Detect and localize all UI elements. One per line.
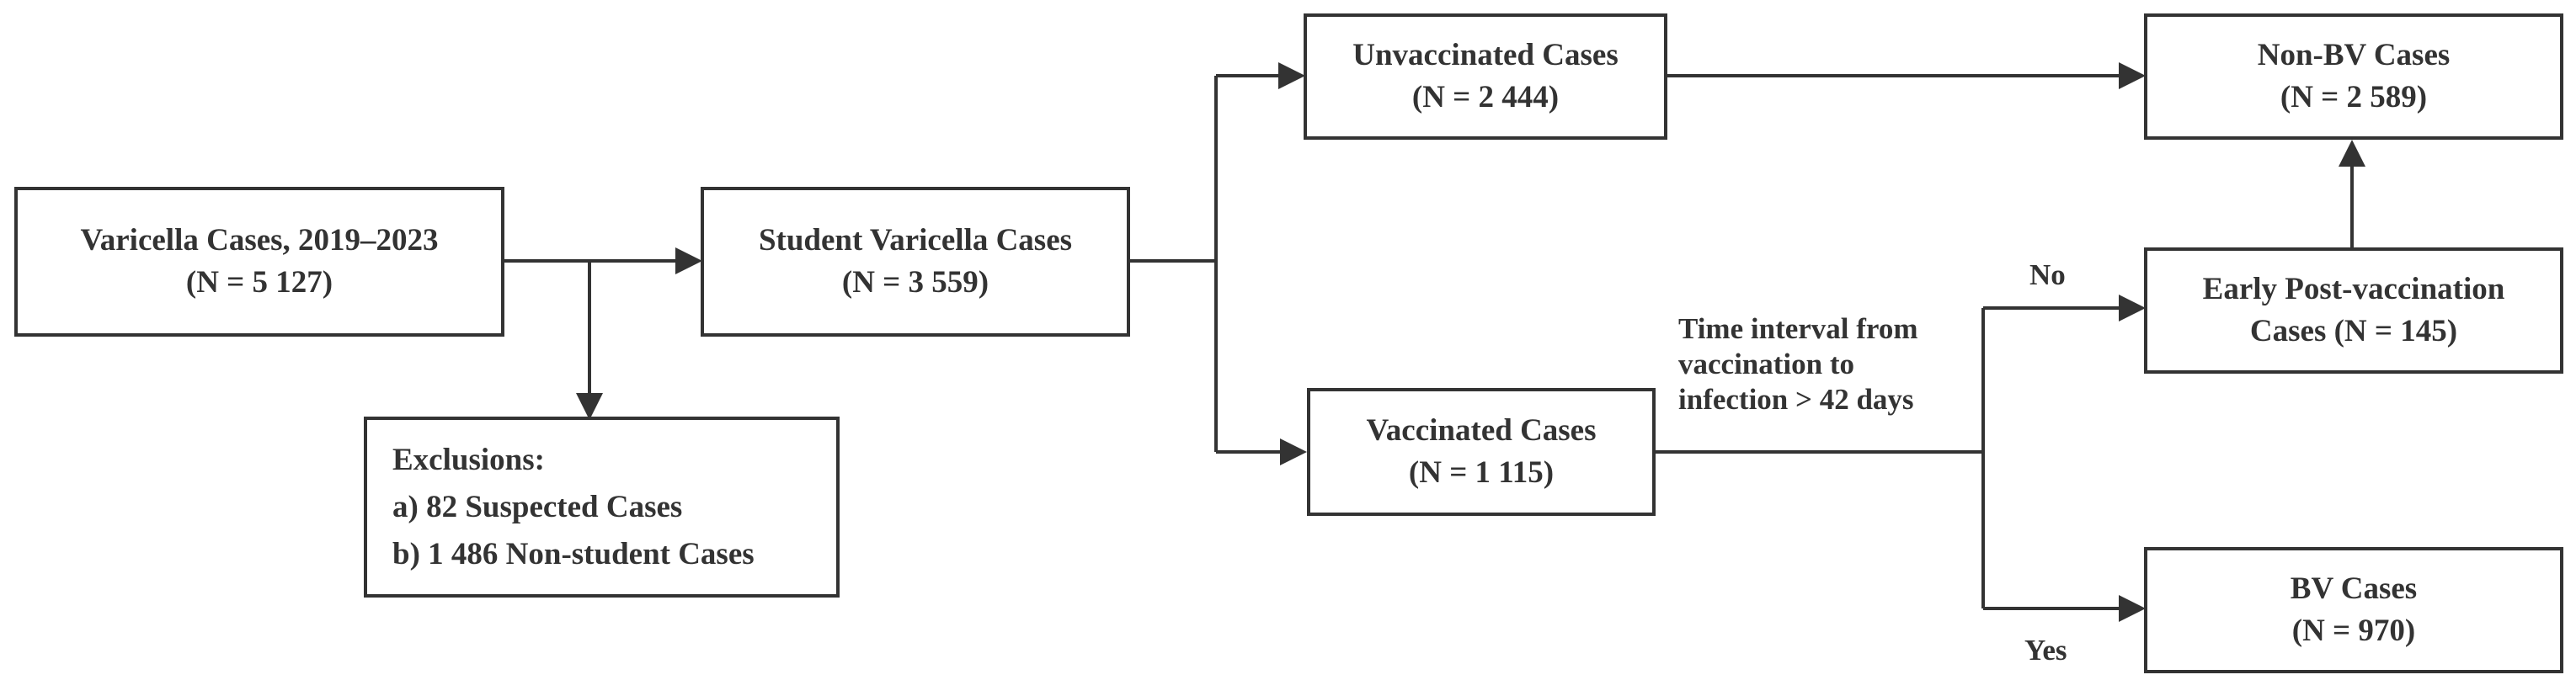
early-post-vaccination-box: Early Post-vaccination Cases (N = 145): [2144, 247, 2563, 374]
non-bv-cases-count: (N = 2 589): [2280, 80, 2428, 114]
criterion-line-3: infection > 42 days: [1678, 383, 1914, 416]
varicella-cases-count: (N = 5 127): [185, 265, 333, 300]
non-bv-cases-title: Non-BV Cases: [2257, 38, 2451, 72]
varicella-cases-title: Varicella Cases, 2019–2023: [80, 223, 439, 258]
vaccinated-cases-title: Vaccinated Cases: [1366, 413, 1597, 448]
criterion-line-2: vaccination to: [1678, 348, 1855, 380]
non-bv-cases-box: Non-BV Cases (N = 2 589): [2144, 13, 2563, 140]
exclusions-box: Exclusions: a) 82 Suspected Cases b) 1 4…: [364, 417, 840, 598]
criterion-line-1: Time interval from: [1678, 312, 1918, 345]
student-cases-count: (N = 3 559): [841, 265, 989, 300]
criterion-label: Time interval from vaccination to infect…: [1678, 311, 1965, 417]
bv-cases-count: (N = 970): [2291, 614, 2416, 648]
bv-cases-title: BV Cases: [2290, 571, 2418, 606]
yes-branch-label: Yes: [2024, 634, 2067, 667]
no-branch-label: No: [2029, 258, 2066, 291]
student-cases-title: Student Varicella Cases: [758, 223, 1073, 258]
unvaccinated-cases-box: Unvaccinated Cases (N = 2 444): [1304, 13, 1667, 140]
exclusions-suspected: a) 82 Suspected Cases: [392, 489, 683, 524]
vaccinated-cases-box: Vaccinated Cases (N = 1 115): [1307, 388, 1656, 516]
student-cases-box: Student Varicella Cases (N = 3 559): [701, 187, 1130, 337]
early-post-vaccination-count: Cases (N = 145): [2249, 314, 2458, 348]
unvaccinated-cases-title: Unvaccinated Cases: [1352, 38, 1619, 72]
bv-cases-box: BV Cases (N = 970): [2144, 547, 2563, 673]
exclusions-title: Exclusions:: [392, 442, 545, 477]
early-post-vaccination-title: Early Post-vaccination: [2202, 272, 2505, 306]
exclusions-non-student: b) 1 486 Non-student Cases: [392, 536, 755, 571]
vaccinated-cases-count: (N = 1 115): [1408, 455, 1555, 490]
unvaccinated-cases-count: (N = 2 444): [1411, 80, 1560, 114]
varicella-cases-box: Varicella Cases, 2019–2023 (N = 5 127): [14, 187, 504, 337]
